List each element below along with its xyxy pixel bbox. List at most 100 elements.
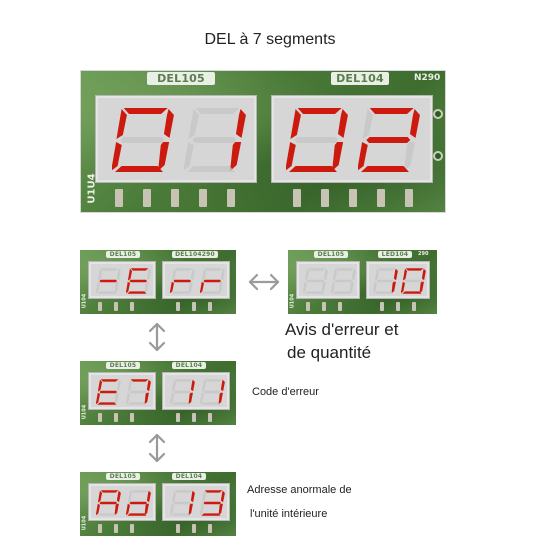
- pcb-via: [433, 109, 443, 119]
- pin: [192, 524, 196, 533]
- segment-e-on: [112, 142, 122, 171]
- segment-b-on: [393, 268, 398, 281]
- segment-f-on: [290, 109, 301, 139]
- error-code-note: Code d'erreur: [252, 386, 319, 398]
- pin: [321, 189, 329, 207]
- pin: [405, 189, 413, 207]
- address-note-line-2: l'unité intérieure: [250, 508, 328, 520]
- segment-a-on: [405, 268, 424, 271]
- pin: [396, 302, 400, 311]
- double-arrow-vertical-icon: [146, 432, 168, 464]
- segment-e-off: [200, 392, 205, 405]
- segment-b-on: [337, 109, 348, 138]
- pcb-side-text: U104: [81, 404, 88, 420]
- segment-e-off: [200, 503, 205, 516]
- segment-a-on: [204, 490, 223, 493]
- led104-label: DEL104290: [172, 251, 218, 258]
- segment-d-off: [201, 402, 221, 405]
- segment-c-on: [158, 142, 170, 171]
- segment-a-off: [335, 268, 354, 271]
- segment-c-off: [218, 281, 223, 294]
- segment-a-off: [174, 490, 193, 493]
- pin: [171, 189, 179, 207]
- segment-g-off: [376, 279, 395, 283]
- pin: [377, 189, 385, 207]
- led104-digit-1: [170, 268, 195, 294]
- segment-g-on: [99, 501, 118, 505]
- error-code-led-board: DEL105 DEL104 U104: [80, 361, 236, 425]
- address-led-board: DEL105 DEL104 U104: [80, 472, 236, 536]
- segment-d-on: [201, 513, 221, 516]
- segment-b-on: [190, 490, 195, 503]
- segment-b-off: [146, 268, 151, 281]
- led104-display: [162, 483, 230, 521]
- pin: [114, 302, 118, 311]
- led104-label: DEL104: [172, 473, 206, 480]
- segment-d-on: [127, 291, 147, 294]
- segment-g-off: [173, 501, 192, 505]
- led104-digit-2: [401, 268, 426, 294]
- segment-e-off: [184, 142, 194, 171]
- segment-d-off: [127, 402, 147, 405]
- pcb-side-text: U104: [81, 515, 88, 531]
- segment-g-off: [129, 390, 148, 394]
- segment-d-on: [127, 513, 147, 516]
- double-arrow-vertical-icon: [146, 321, 168, 353]
- error-quantity-note-line-1: Avis d'erreur et: [285, 320, 399, 339]
- segment-d-off: [201, 291, 221, 294]
- segment-a-off: [174, 268, 193, 271]
- pin: [98, 413, 102, 422]
- pin: [208, 524, 212, 533]
- pin: [306, 302, 310, 311]
- diagram-title: DEL à 7 segments: [204, 31, 336, 48]
- segment-f-on: [402, 268, 408, 281]
- segment-f-on: [97, 490, 103, 503]
- segment-g-on: [129, 501, 148, 505]
- segment-b-on: [163, 109, 174, 138]
- segment-c-on: [114, 503, 119, 516]
- led104-display: [366, 261, 430, 299]
- pin: [130, 302, 134, 311]
- segment-a-off: [307, 268, 326, 271]
- segment-e-on: [200, 281, 205, 294]
- segment-d-off: [186, 166, 235, 172]
- segment-g-on: [203, 501, 222, 505]
- pin: [130, 524, 134, 533]
- led105-digit-2: [126, 379, 151, 405]
- segment-b-off: [116, 268, 121, 281]
- segment-c-on: [188, 503, 193, 516]
- pin: [322, 302, 326, 311]
- segment-e-off: [331, 281, 336, 294]
- led104-digit-2: [200, 490, 225, 516]
- segment-c-off: [144, 281, 149, 294]
- led105-digit-2: [126, 490, 151, 516]
- pin: [412, 302, 416, 311]
- segment-b-on: [190, 379, 195, 392]
- segment-f-off: [188, 109, 199, 139]
- segment-b-on: [421, 268, 426, 281]
- segment-b-off: [220, 268, 225, 281]
- segment-c-on: [188, 392, 193, 405]
- led105-display: [88, 261, 156, 299]
- led105-digit-1: [303, 268, 328, 294]
- segment-g-off: [404, 279, 423, 283]
- segment-f-off: [171, 379, 177, 392]
- segment-b-on: [116, 490, 121, 503]
- led104-digit-1: [373, 268, 398, 294]
- segment-c-off: [114, 392, 119, 405]
- led105-digit-1: [112, 108, 174, 172]
- segment-c-on: [144, 503, 149, 516]
- segment-f-off: [201, 490, 207, 503]
- pin: [114, 524, 118, 533]
- segment-d-on: [97, 402, 117, 405]
- segment-a-off: [100, 268, 119, 271]
- segment-b-on: [146, 490, 151, 503]
- led105-digit-2: [331, 268, 356, 294]
- segment-a-off: [130, 490, 149, 493]
- pin: [130, 413, 134, 422]
- segment-f-off: [127, 379, 133, 392]
- segment-e-on: [286, 142, 296, 171]
- main-led-board: DEL105 DEL104 N290 U1U4: [80, 70, 446, 213]
- pcb-side-text: U104: [289, 293, 296, 309]
- led104-label: DEL104: [331, 72, 389, 85]
